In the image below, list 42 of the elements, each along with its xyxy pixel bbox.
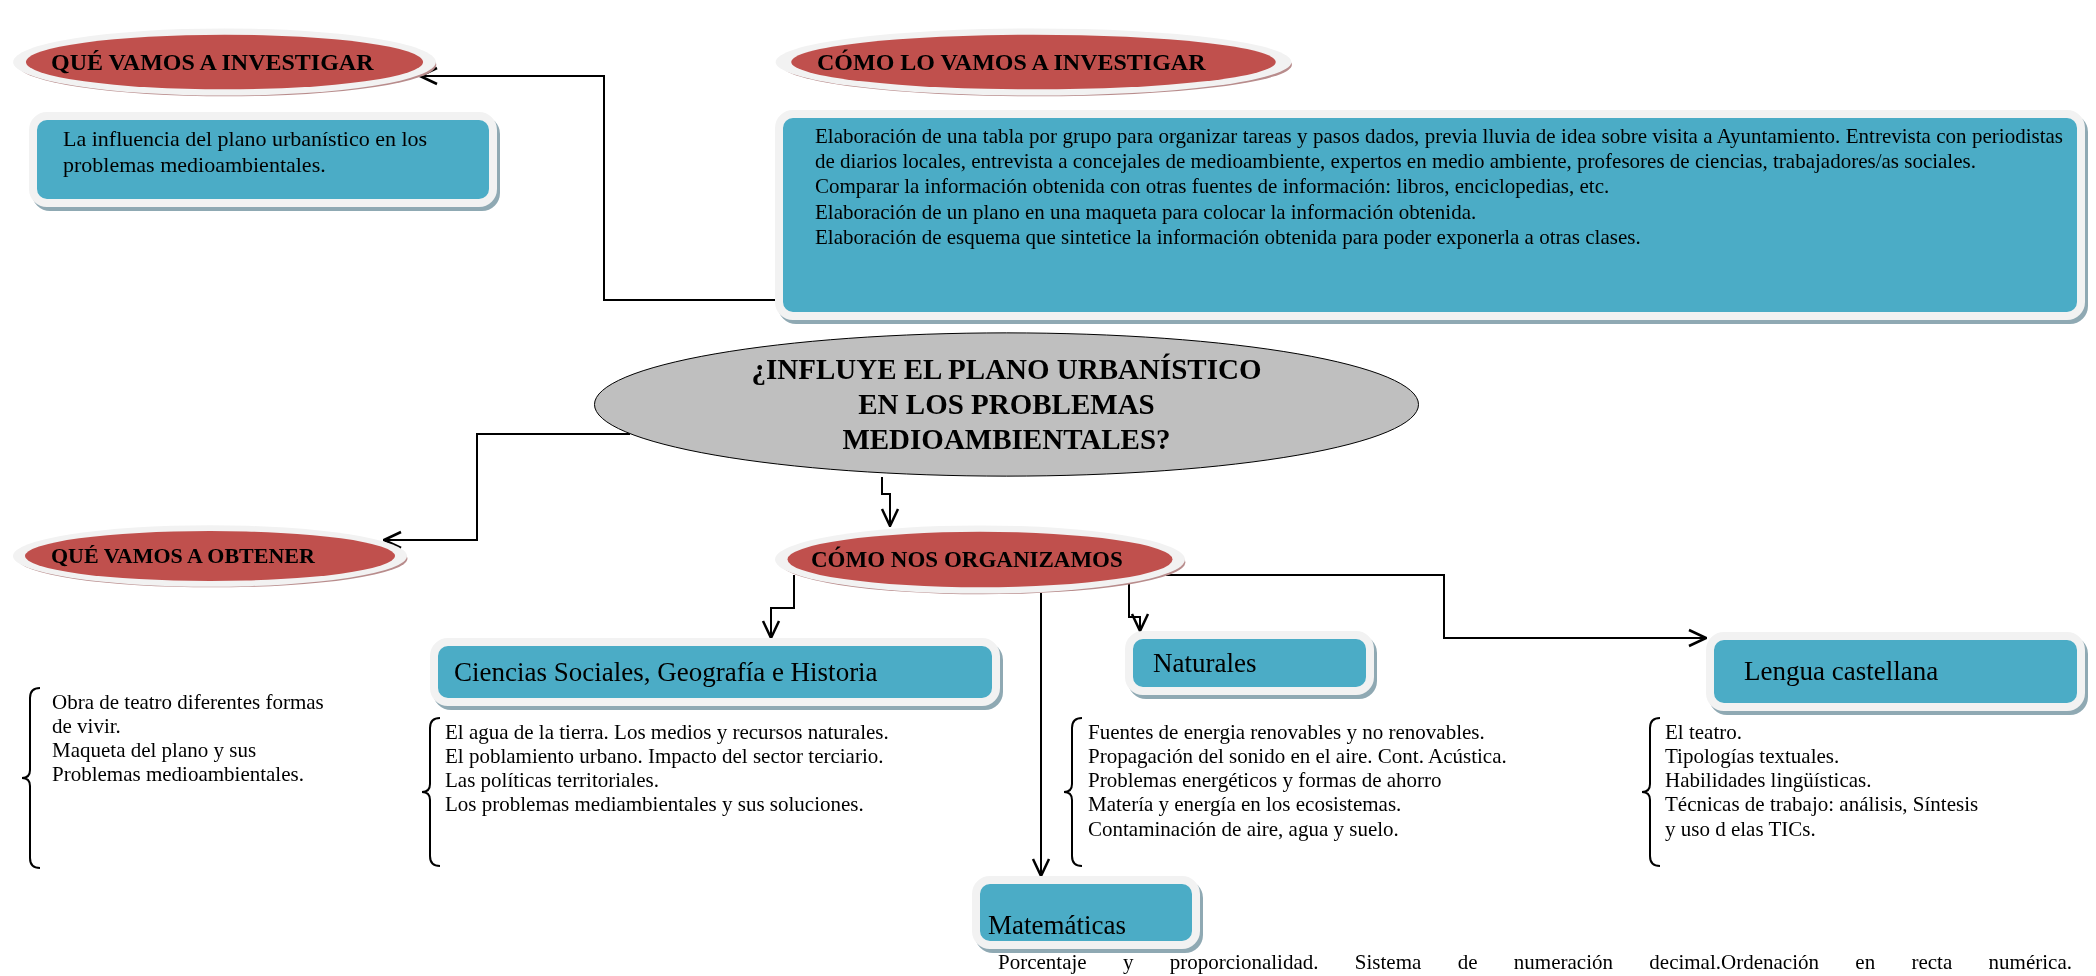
list-item-text: Los problemas mediambientales y sus soluciones. bbox=[445, 792, 865, 817]
node-text: La influencia del plano urbanístico en los problemas medioambientales. bbox=[63, 126, 429, 179]
node-text: Lengua castellana bbox=[1744, 655, 1939, 688]
list-item-text: Porcentaje y proporcionalidad. Sistema de numeración decimal.Ordenación en recta numérica. bbox=[998, 950, 2072, 975]
node-text: Matemáticas bbox=[988, 908, 1126, 941]
list-item-text: El teatro. bbox=[1665, 720, 1743, 745]
node-text: Comparar la información obtenida con otras fuentes de información: libros, enciclopedias, etc. bbox=[815, 174, 1611, 200]
heading-text: QUÉ VAMOS A OBTENER bbox=[51, 542, 315, 570]
arrow bbox=[880, 476, 900, 528]
list-item-text: Problemas energéticos y formas de ahorro bbox=[1088, 768, 1443, 793]
heading-text: CÓMO NOS ORGANIZAMOS bbox=[811, 545, 1123, 574]
heading-text: CÓMO LO VAMOS A INVESTIGAR bbox=[817, 47, 1206, 77]
oval-node bbox=[773, 27, 1294, 97]
list-item-text: Obra de teatro diferentes formas de vivir. bbox=[52, 690, 325, 739]
list-item-text: Matería y energía en los ecosistemas. bbox=[1088, 792, 1403, 817]
arrow bbox=[1165, 574, 1708, 648]
heading-text: QUÉ VAMOS A INVESTIGAR bbox=[51, 47, 374, 77]
list-item-text: Maqueta del plano y sus Problemas medioambientales. bbox=[52, 738, 305, 787]
list-item-text: Tipologías textuales. bbox=[1665, 744, 1841, 769]
arrow bbox=[1128, 583, 1150, 633]
list-item-text: Habilidades lingüísticas. bbox=[1665, 768, 1873, 793]
list-item-text: Propagación del sonido en el aire. Cont. Acústica. bbox=[1088, 744, 1508, 769]
arrow bbox=[382, 433, 631, 550]
oval-node bbox=[11, 27, 438, 97]
arrow bbox=[761, 574, 795, 640]
node-text: Elaboración de una tabla por grupo para organizar tareas y pasos dados, previa lluvia de idea sobre visita a Ayuntamiento. Entrevista con periodistas de diarios locales, entrevista a concejales de medioambiente, expertos en medio ambiente, profesores de ciencias, trabajadores/as sociales. bbox=[815, 124, 2063, 175]
node-text: Naturales bbox=[1153, 646, 1257, 680]
list-item-text: Técnicas de trabajo: análisis, Síntesis y uso d elas TICs. bbox=[1665, 792, 1980, 841]
node-text: Elaboración de un plano en una maqueta para colocar la información obtenida. bbox=[815, 199, 1478, 225]
oval-node bbox=[773, 524, 1187, 595]
oval-node bbox=[11, 524, 409, 588]
oval-node bbox=[592, 332, 1421, 477]
list-item-text: Contaminación de aire, agua y suelo. bbox=[1088, 816, 1400, 841]
list-item-text: El poblamiento urbano. Impacto del sector terciario. bbox=[445, 744, 885, 769]
arrow bbox=[418, 66, 776, 301]
heading-text: ¿INFLUYE EL PLANO URBANÍSTICO EN LOS PROBLEMAS MEDIOAMBIENTALES? bbox=[750, 352, 1263, 457]
list-item-text: Fuentes de energia renovables y no renovables. bbox=[1088, 720, 1486, 745]
arrow bbox=[1031, 592, 1051, 878]
node-text: Elaboración de esquema que sintetice la información obtenida para poder exponerla a otras clases. bbox=[815, 224, 1642, 250]
node-text: Ciencias Sociales, Geografía e Historia bbox=[454, 655, 878, 689]
list-item-text: Las políticas territoriales. bbox=[445, 768, 660, 793]
list-item-text: El agua de la tierra. Los medios y recursos naturales. bbox=[445, 720, 890, 745]
